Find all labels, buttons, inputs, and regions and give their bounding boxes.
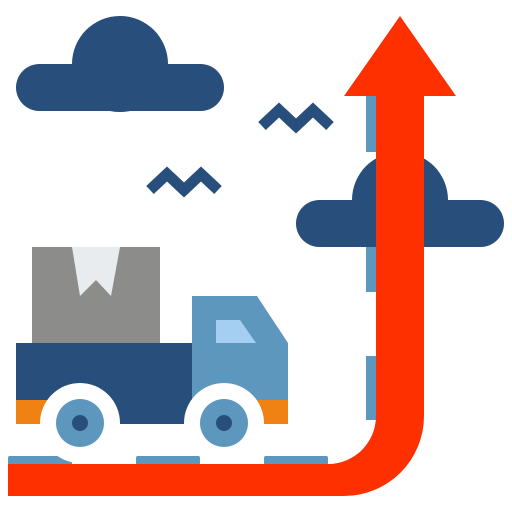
road-icon bbox=[8, 456, 328, 465]
arrow-head bbox=[344, 16, 456, 96]
bird-wings bbox=[146, 166, 222, 198]
bird-icon bbox=[258, 102, 334, 134]
wheel-hub bbox=[216, 415, 232, 431]
truck-window bbox=[216, 320, 256, 343]
road-segment bbox=[8, 456, 72, 465]
delivery-truck-icon bbox=[16, 247, 288, 463]
trail-segment bbox=[366, 96, 378, 152]
bird-icon bbox=[146, 166, 222, 198]
growth-arrow-icon bbox=[8, 16, 456, 496]
box-label bbox=[72, 247, 120, 296]
cloud-icon bbox=[16, 16, 224, 112]
trail-curve bbox=[366, 356, 378, 420]
truck-cab bbox=[192, 296, 288, 400]
package-box-icon bbox=[32, 247, 160, 344]
bird-wings bbox=[258, 102, 334, 134]
arrow-shaft bbox=[8, 96, 424, 496]
wheel-icon bbox=[184, 383, 264, 463]
wheel-hub bbox=[72, 415, 88, 431]
truck-bed bbox=[16, 343, 192, 400]
cloud-base bbox=[16, 64, 224, 111]
road-segment bbox=[264, 456, 328, 465]
road-segment bbox=[136, 456, 200, 465]
wheel-icon bbox=[40, 383, 120, 463]
